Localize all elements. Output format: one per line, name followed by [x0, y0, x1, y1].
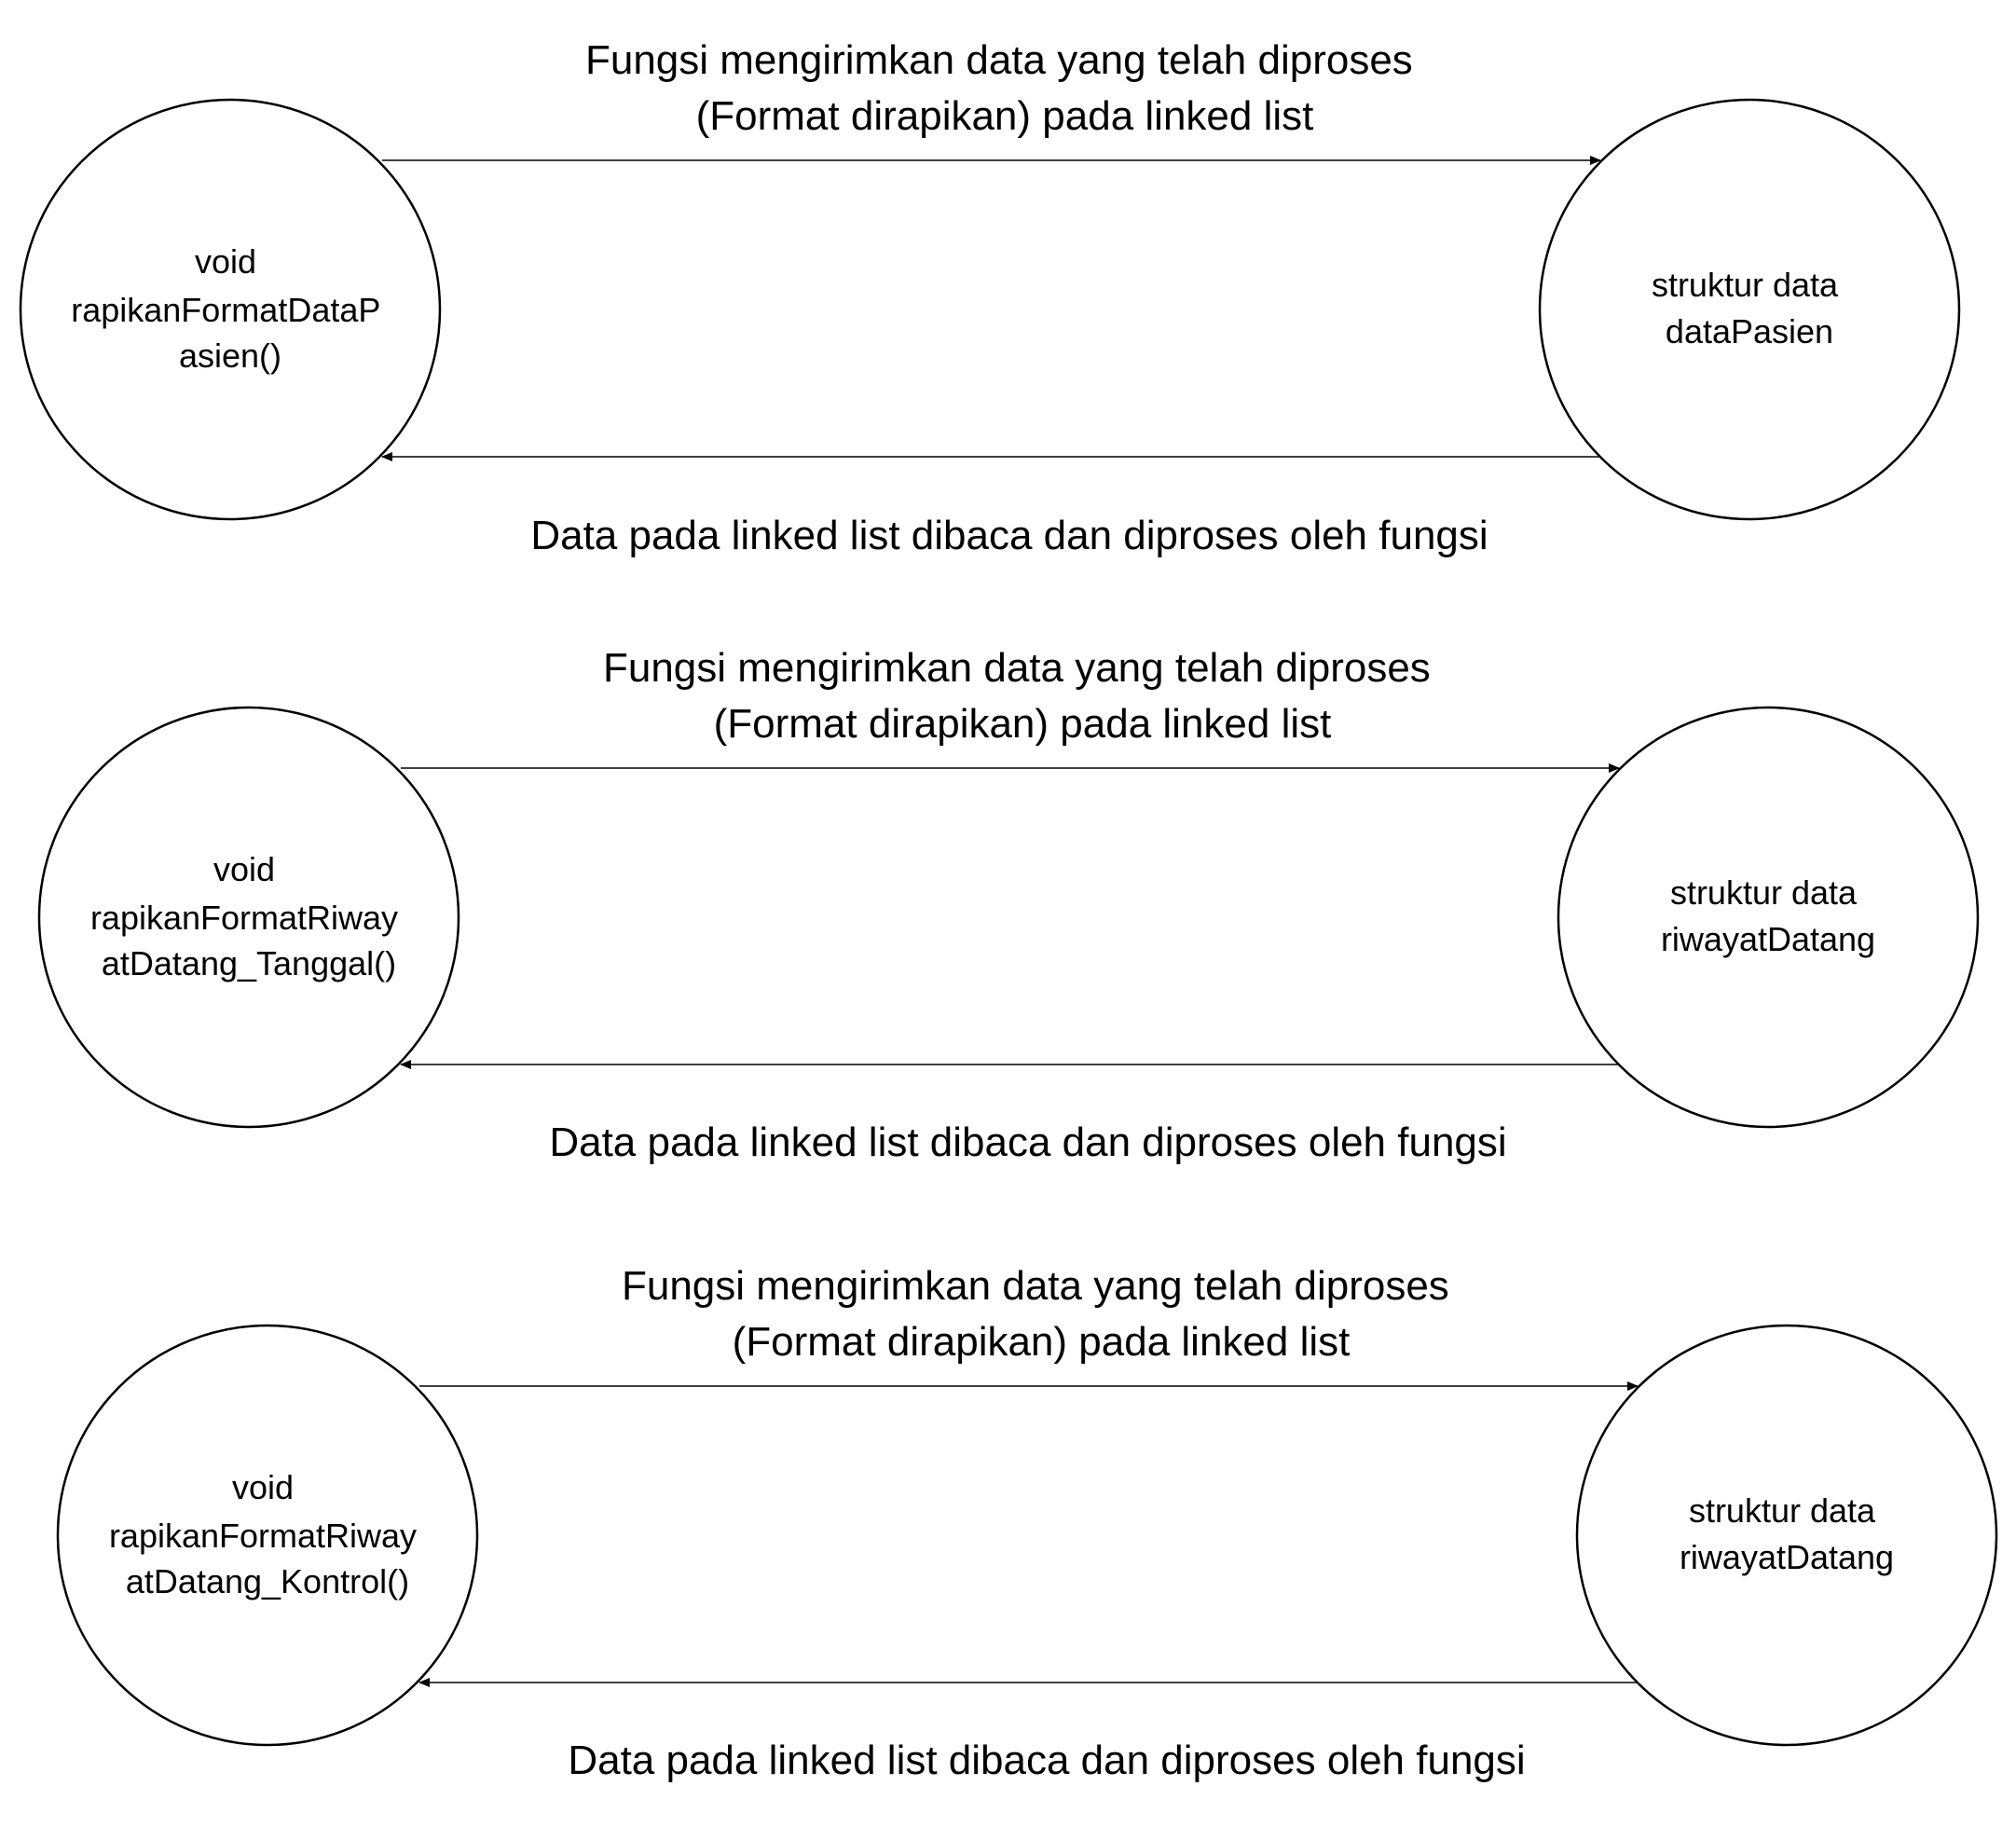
forward-edge-label-line: Fungsi mengirimkan data yang telah dipro…: [622, 1263, 1449, 1309]
forward-edge-label-line: Fungsi mengirimkan data yang telah dipro…: [585, 37, 1413, 83]
function-node-3: [56, 1324, 479, 1747]
return-edge-label-line: Data pada linked list dibaca dan diprose…: [549, 1120, 1506, 1165]
structure-node-1: [1538, 98, 1961, 521]
function-node-label-line: rapikanFormatRiway: [109, 1517, 417, 1555]
structure-node-label-line: dataPasien: [1666, 312, 1833, 350]
function-node-label-line: void: [213, 850, 275, 888]
structure-node-label-3: struktur data riwayatDatang: [1680, 1491, 1894, 1576]
function-node-label-line: rapikanFormatRiway: [90, 899, 398, 937]
structure-node-label-line: riwayatDatang: [1680, 1538, 1894, 1576]
return-edge-label-2: Data pada linked list dibaca dan diprose…: [549, 1120, 1506, 1165]
diagram-row-1: Fungsi mengirimkan data yang telah dipro…: [19, 37, 1961, 558]
structure-node-label-line: struktur data: [1670, 873, 1858, 912]
structure-node-label-1: struktur data dataPasien: [1652, 266, 1847, 350]
function-node-1: [19, 98, 442, 521]
forward-edge-label-line: Fungsi mengirimkan data yang telah dipro…: [603, 645, 1431, 691]
function-node-label-line: atDatang_Tanggal(): [102, 944, 396, 982]
return-edge-label-3: Data pada linked list dibaca dan diprose…: [568, 1738, 1525, 1783]
structure-node-label-line: struktur data: [1689, 1491, 1876, 1530]
forward-edge-label-line: (Format dirapikan) pada linked list: [714, 701, 1332, 747]
diagram-row-3: Fungsi mengirimkan data yang telah dipro…: [56, 1263, 1998, 1783]
function-node-label-2: void rapikanFormatRiway atDatang_Tanggal…: [90, 850, 407, 982]
forward-edge-label-line: (Format dirapikan) pada linked list: [733, 1319, 1351, 1365]
function-node-label-line: atDatang_Kontrol(): [126, 1562, 409, 1600]
diagram-row-2: Fungsi mengirimkan data yang telah dipro…: [37, 645, 1980, 1165]
function-node-label-1: void rapikanFormatDataP asien(): [71, 242, 390, 375]
return-edge-label-line: Data pada linked list dibaca dan diprose…: [568, 1738, 1525, 1783]
forward-edge-label-1: Fungsi mengirimkan data yang telah dipro…: [585, 37, 1424, 139]
structure-node-label-2: struktur data riwayatDatang: [1661, 873, 1875, 958]
function-node-label-line: asien(): [179, 337, 281, 375]
structure-node-3: [1575, 1324, 1998, 1747]
function-node-label-line: void: [232, 1468, 294, 1506]
structure-node-2: [1557, 706, 1980, 1129]
function-node-label-line: void: [195, 242, 256, 281]
forward-edge-label-3: Fungsi mengirimkan data yang telah dipro…: [622, 1263, 1461, 1365]
function-node-2: [37, 706, 460, 1129]
function-node-label-line: rapikanFormatDataP: [71, 291, 380, 329]
function-node-label-3: void rapikanFormatRiway atDatang_Kontrol…: [109, 1468, 426, 1600]
structure-node-label-line: struktur data: [1652, 266, 1839, 304]
forward-edge-label-2: Fungsi mengirimkan data yang telah dipro…: [603, 645, 1442, 747]
return-edge-label-line: Data pada linked list dibaca dan diprose…: [530, 513, 1488, 558]
structure-node-label-line: riwayatDatang: [1661, 920, 1875, 958]
return-edge-label-1: Data pada linked list dibaca dan diprose…: [530, 513, 1488, 558]
forward-edge-label-line: (Format dirapikan) pada linked list: [696, 93, 1314, 139]
